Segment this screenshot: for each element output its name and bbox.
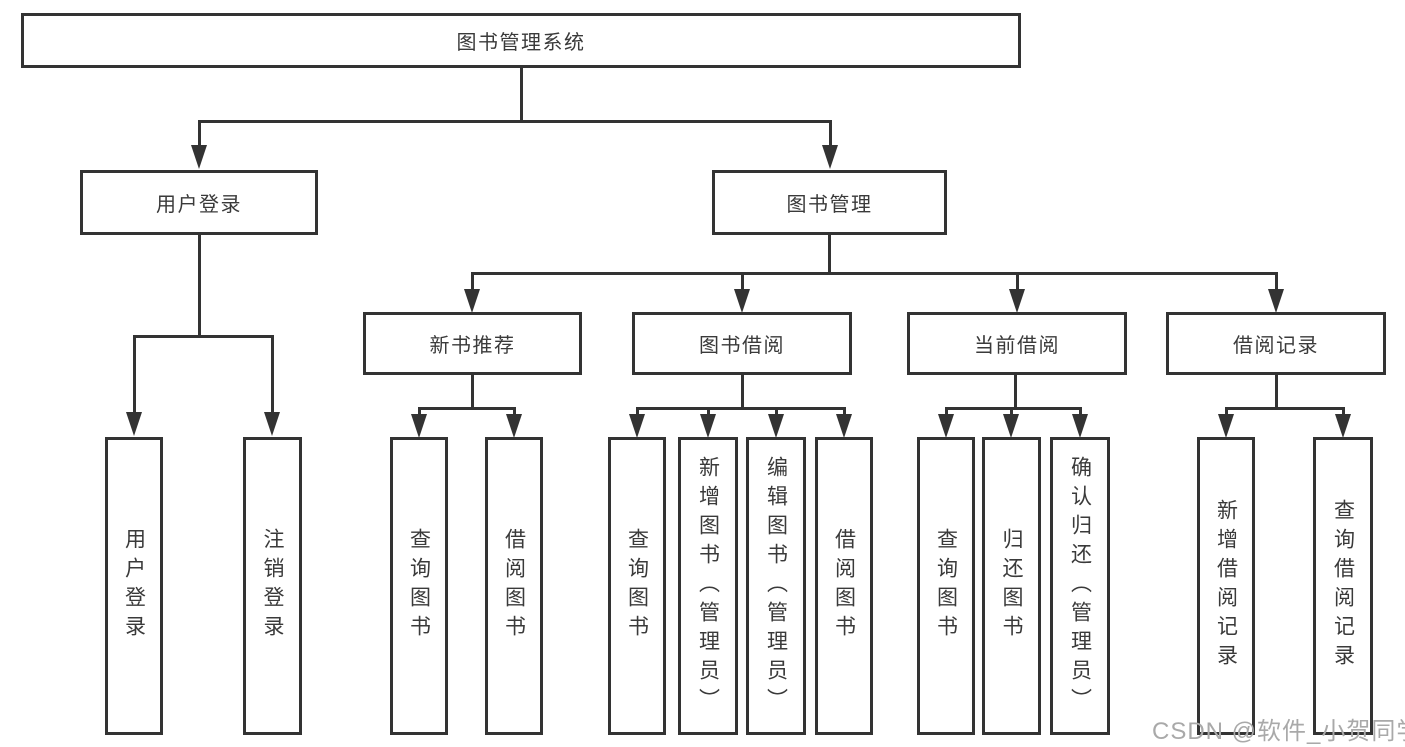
leaf-confirm-return-admin: 确认归还（管理员） <box>1050 437 1110 735</box>
connector-leaf <box>945 407 948 417</box>
leaf-query-borrow-record: 查询借阅记录 <box>1313 437 1373 735</box>
leaf-label: 归还图书 <box>1000 528 1023 644</box>
node-label: 当前借阅 <box>974 335 1060 357</box>
node-label: 图书管理系统 <box>456 32 586 54</box>
connector-leaf <box>707 407 710 417</box>
arrowhead-down-icon <box>734 289 750 313</box>
connector-to-login-user <box>133 335 136 417</box>
leaf-label: 借阅图书 <box>832 528 856 644</box>
arrowhead-down-icon <box>411 414 427 438</box>
connector-newbook-stem <box>471 375 474 409</box>
connector-leaf <box>1079 407 1082 417</box>
leaf-label: 编辑图书（管理员） <box>764 455 788 717</box>
node-user-login: 用户登录 <box>80 170 318 235</box>
leaf-label: 用户登录 <box>122 528 146 644</box>
connector-leaf <box>418 407 421 417</box>
connector-to-login <box>198 120 201 148</box>
arrowhead-down-icon <box>938 414 954 438</box>
arrowhead-down-icon <box>191 145 207 169</box>
leaf-label: 注销登录 <box>261 528 284 644</box>
leaf-add-borrow-record: 新增借阅记录 <box>1197 437 1255 735</box>
connector-leaf <box>513 407 516 417</box>
arrowhead-down-icon <box>700 414 716 438</box>
node-library-management-system: 图书管理系统 <box>21 13 1021 68</box>
leaf-label: 借阅图书 <box>502 528 526 644</box>
arrowhead-down-icon <box>1268 289 1284 313</box>
connector-mgmt-bar <box>471 272 1278 275</box>
leaf-label: 新增图书（管理员） <box>696 455 720 717</box>
node-label: 新书推荐 <box>429 335 516 357</box>
connector-leaf <box>1225 407 1228 417</box>
connector-login-bar <box>133 335 274 338</box>
connector-records-bar <box>1225 407 1345 410</box>
node-new-book-recommend: 新书推荐 <box>363 312 582 375</box>
csdn-watermark: CSDN @软件_小贺同学 <box>1152 718 1405 745</box>
leaf-label: 确认归还（管理员） <box>1068 455 1092 717</box>
node-current-borrow: 当前借阅 <box>907 312 1127 375</box>
connector-root-stem <box>520 68 523 122</box>
leaf-borrow-books: 借阅图书 <box>485 437 543 735</box>
node-book-borrow: 图书借阅 <box>632 312 852 375</box>
connector-currentborrow-stem <box>1014 375 1017 409</box>
arrowhead-down-icon <box>1218 414 1234 438</box>
connector-leaf <box>843 407 846 417</box>
connector-to-book-borrow <box>741 272 744 292</box>
arrowhead-down-icon <box>836 414 852 438</box>
connector-root-bar <box>198 120 832 123</box>
arrowhead-down-icon <box>768 414 784 438</box>
leaf-edit-books-admin: 编辑图书（管理员） <box>746 437 806 735</box>
leaf-query-books: 查询图书 <box>917 437 975 735</box>
node-label: 用户登录 <box>156 194 242 216</box>
connector-newbook-bar <box>418 407 516 410</box>
leaf-borrow-books: 借阅图书 <box>815 437 873 735</box>
leaf-query-books: 查询图书 <box>390 437 448 735</box>
arrowhead-down-icon <box>506 414 522 438</box>
leaf-label: 查询图书 <box>934 528 958 644</box>
connector-to-logout <box>271 335 274 417</box>
node-book-management: 图书管理 <box>712 170 947 235</box>
arrowhead-down-icon <box>1072 414 1088 438</box>
arrowhead-down-icon <box>1335 414 1351 438</box>
connector-to-borrow-records <box>1275 272 1278 292</box>
connector-leaf <box>775 407 778 417</box>
node-label: 图书借阅 <box>699 335 785 357</box>
leaf-return-books: 归还图书 <box>982 437 1041 735</box>
connector-records-stem <box>1275 375 1278 409</box>
arrowhead-down-icon <box>629 414 645 438</box>
node-borrow-records: 借阅记录 <box>1166 312 1386 375</box>
arrowhead-down-icon <box>1003 414 1019 438</box>
leaf-label: 新增借阅记录 <box>1214 499 1238 673</box>
connector-currentborrow-bar <box>945 407 1082 410</box>
arrowhead-down-icon <box>822 145 838 169</box>
node-label: 图书管理 <box>786 194 873 216</box>
connector-leaf <box>1010 407 1013 417</box>
connector-to-new-book <box>471 272 474 292</box>
arrowhead-down-icon <box>1009 289 1025 313</box>
leaf-label: 查询图书 <box>625 528 649 644</box>
leaf-label: 查询图书 <box>407 528 431 644</box>
leaf-label: 查询借阅记录 <box>1331 499 1355 673</box>
leaf-user-login: 用户登录 <box>105 437 163 735</box>
leaf-query-books: 查询图书 <box>608 437 666 735</box>
arrowhead-down-icon <box>464 289 480 313</box>
connector-to-mgmt <box>829 120 832 148</box>
connector-to-current-borrow <box>1016 272 1019 292</box>
node-label: 借阅记录 <box>1233 335 1319 357</box>
connector-leaf <box>636 407 639 417</box>
connector-login-stem <box>198 235 201 337</box>
arrowhead-down-icon <box>126 412 142 436</box>
connector-bookborrow-stem <box>741 375 744 409</box>
arrowhead-down-icon <box>264 412 280 436</box>
connector-leaf <box>1342 407 1345 417</box>
leaf-add-books-admin: 新增图书（管理员） <box>678 437 738 735</box>
connector-mgmt-stem <box>828 235 831 275</box>
leaf-logout: 注销登录 <box>243 437 302 735</box>
connector-bookborrow-bar <box>636 407 846 410</box>
